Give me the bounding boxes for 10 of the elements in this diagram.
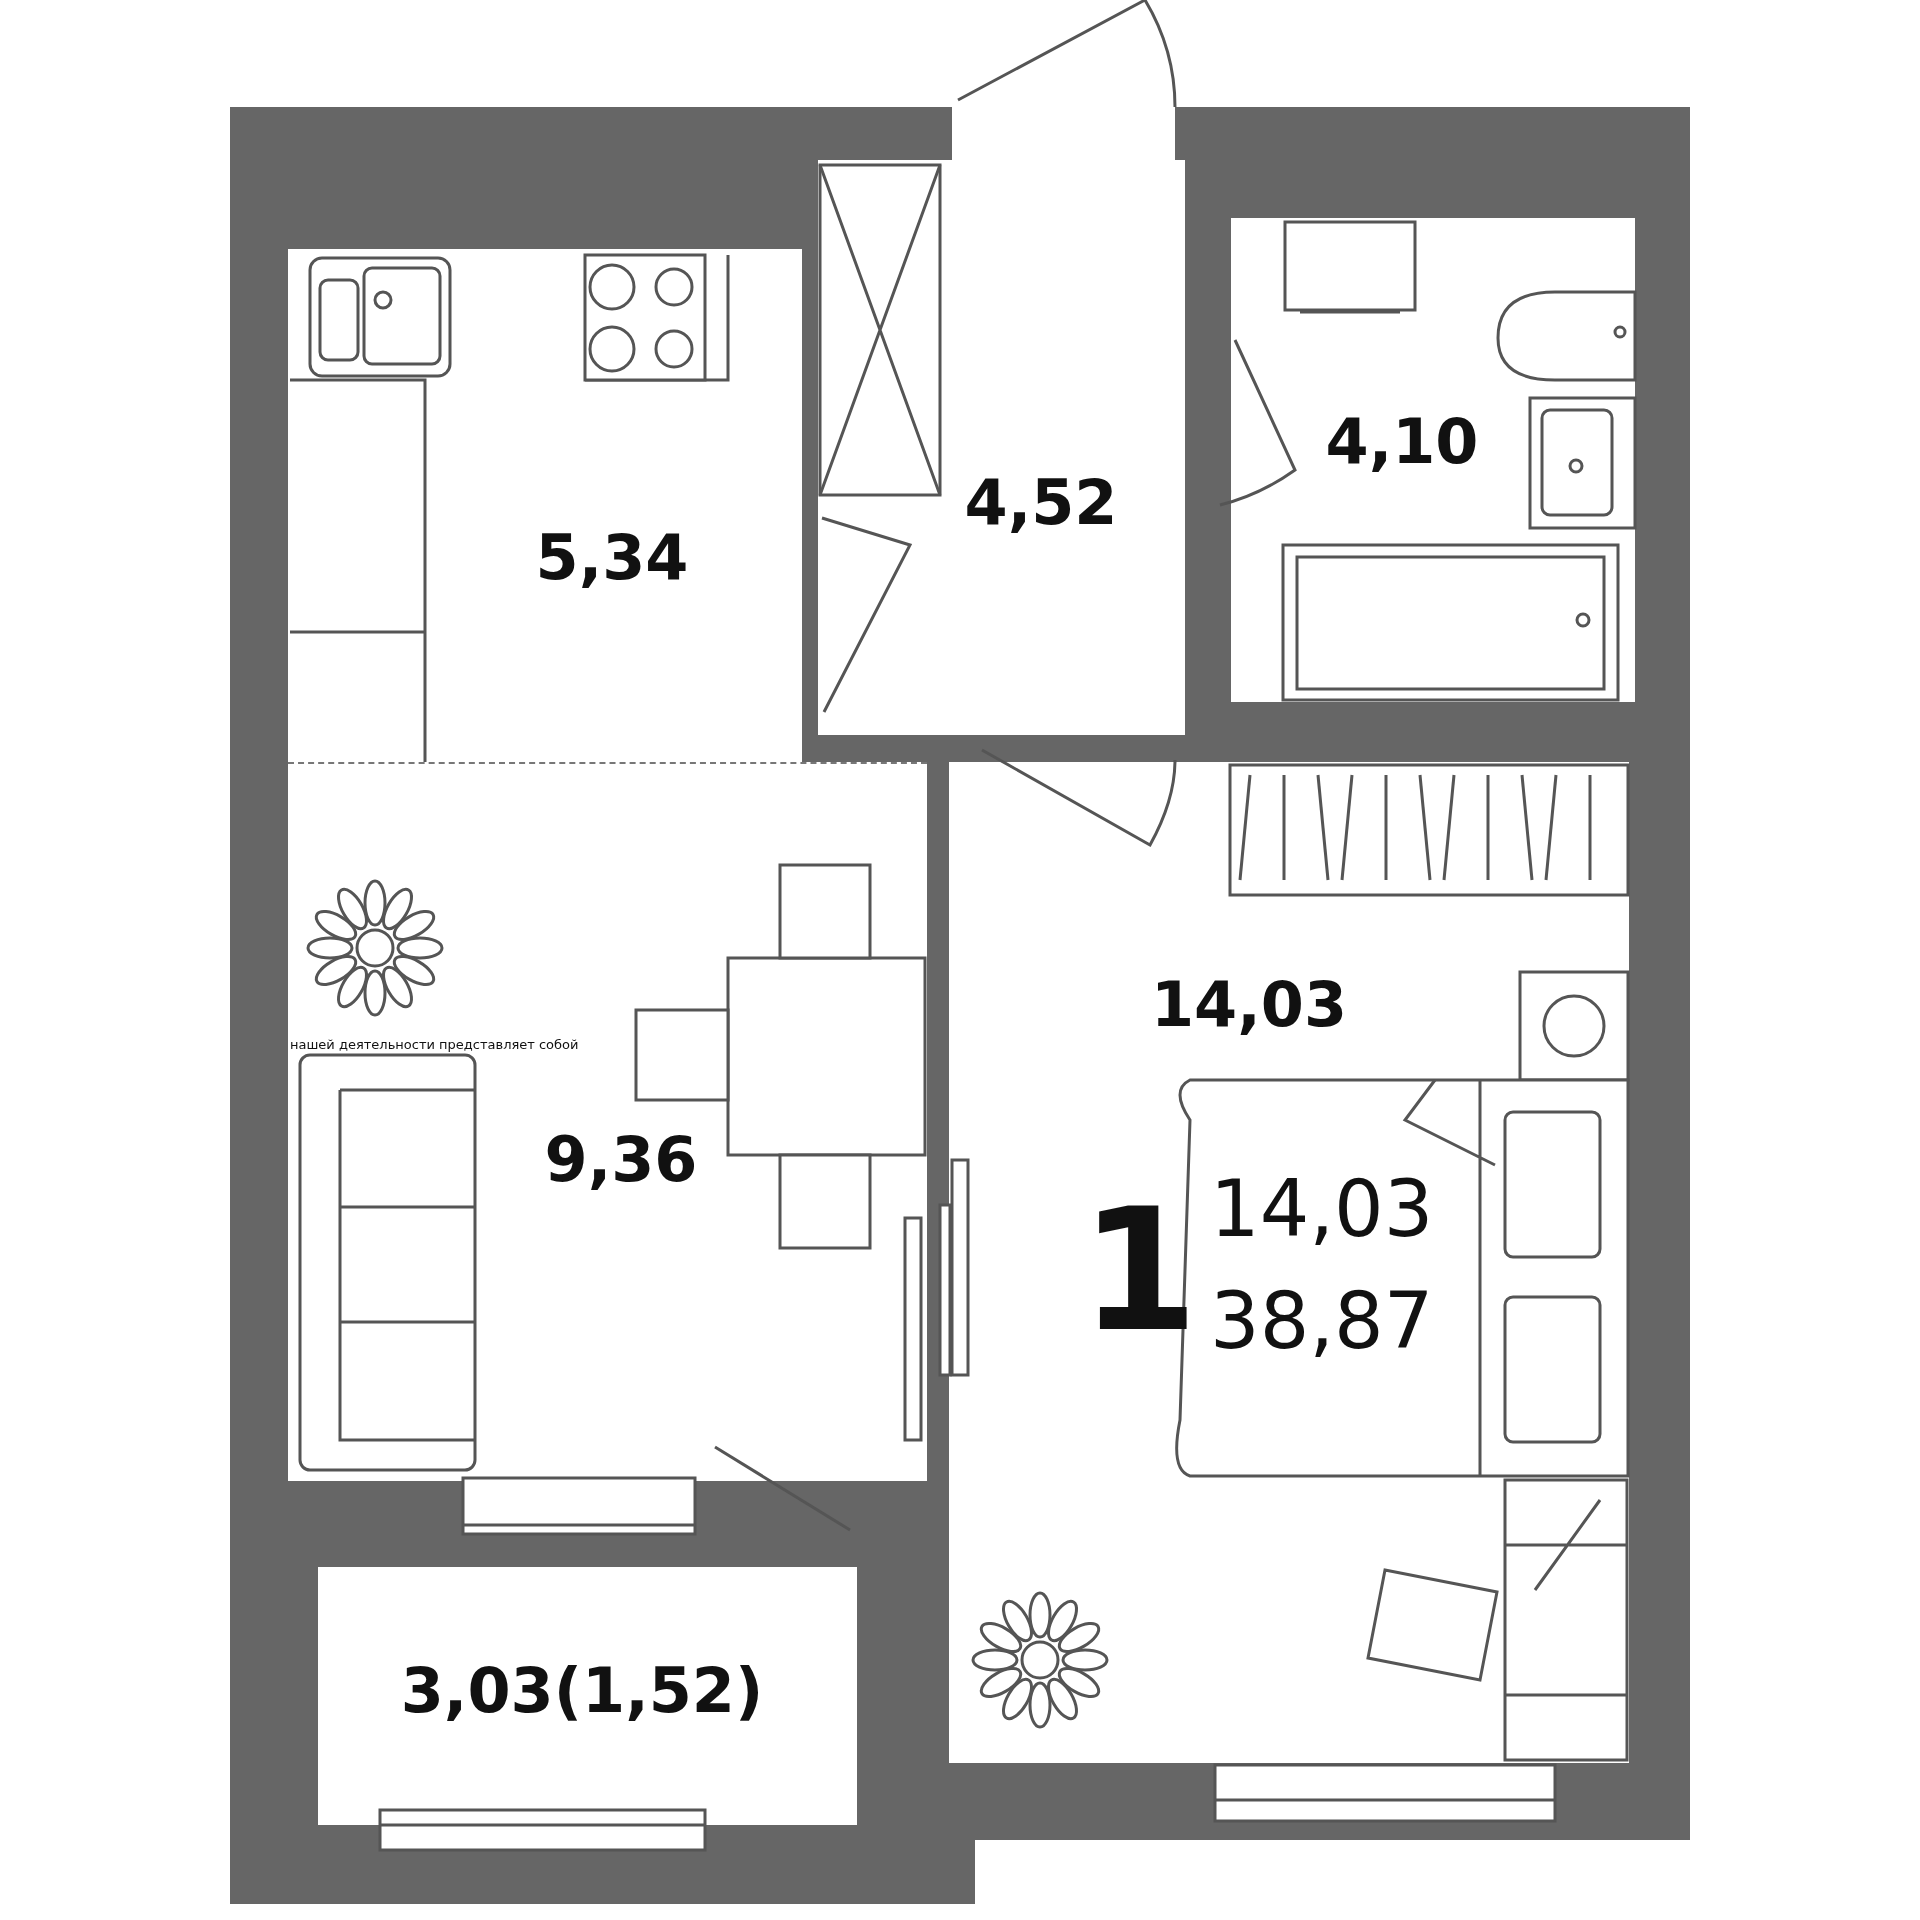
room-area: [318, 1567, 857, 1825]
area-label: 14,03: [1150, 967, 1348, 1041]
area-label: 14,03: [1210, 1170, 1434, 1248]
area-label: 38,87: [1210, 1282, 1434, 1360]
note-text: нашей деятельности представляет собой: [290, 1038, 579, 1051]
area-label: 4,10: [1325, 404, 1479, 478]
area-label: 3,03(1,52): [400, 1653, 764, 1727]
area-label: 9,36: [544, 1122, 698, 1196]
area-label: 5,34: [535, 520, 689, 594]
area-label: 4,52: [964, 465, 1118, 539]
